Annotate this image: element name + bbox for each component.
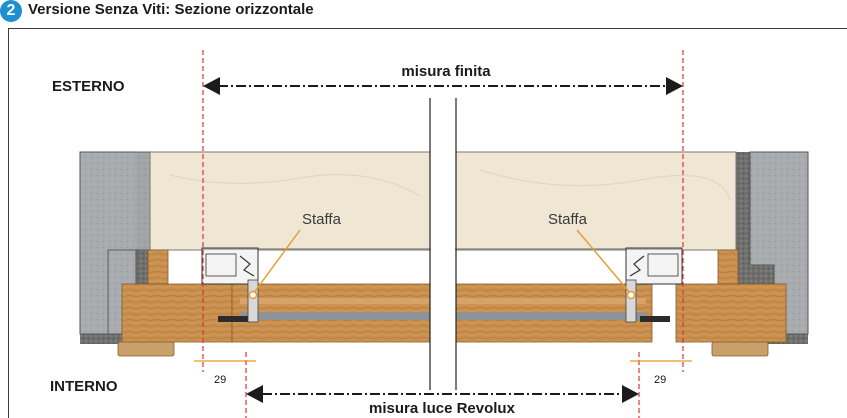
marble-panel-right [455, 151, 737, 251]
bracket-label-left: Staffa [302, 211, 342, 228]
foot-right [711, 341, 769, 357]
clear-size-dimension [246, 385, 639, 403]
jamb-left [121, 283, 233, 343]
marble-panel-left [149, 151, 431, 251]
dim-left-label: 29 [214, 374, 226, 386]
bracket-pin-left [248, 290, 258, 300]
bracket-label-right: Staffa [548, 211, 588, 228]
header: 2 Versione Senza Viti: Sezione orizzonta… [0, 0, 847, 22]
guide-lines [202, 50, 684, 418]
exterior-label: ESTERNO [52, 78, 125, 95]
clear-size-label: misura luce Revolux [369, 400, 516, 417]
bracket-leaders [252, 229, 632, 295]
diagram-frame [8, 28, 847, 418]
jamb-stop-left [147, 249, 169, 285]
finished-size-dimension [203, 61, 683, 95]
dim-right-label: 29 [654, 374, 666, 386]
step-number-badge: 2 [0, 0, 22, 22]
foot-left [117, 341, 175, 357]
finished-size-label: misura finita [401, 63, 491, 80]
aluminium-profile-left [201, 247, 259, 323]
sash-right [455, 283, 670, 343]
interior-label: INTERNO [50, 378, 118, 395]
aluminium-profile-right [625, 247, 683, 323]
bracket-pin-right [626, 290, 636, 300]
page-title: Versione Senza Viti: Sezione orizzontale [28, 1, 314, 18]
jamb-stop-right [717, 249, 739, 285]
jamb-right [675, 283, 787, 343]
